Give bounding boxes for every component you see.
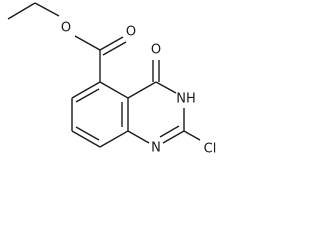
bond-ethyl-c1-c2 [7,2,36,20]
bond-o-carbonylc [74,35,101,51]
bond-ester-co-b [102,41,127,56]
bond-c7-c8 [71,130,101,148]
quinazolinone-ester-structure: O O O NH N Cl [7,2,217,157]
bond-ethyl-c2-o [34,2,60,17]
bond-c8-c8a [99,130,129,148]
ring-nitrogen-label: N [151,141,161,156]
ester-carbonyl-oxygen-label: O [126,25,136,40]
bond-c2-cl [183,130,201,141]
bond-c7-c8-inner [75,126,100,141]
nh-label: NH [176,92,196,107]
chlorine-label: Cl [204,142,217,157]
bond-c5-c6 [71,81,101,99]
bond-c2-n1-b [159,125,180,138]
bond-c4a-c5 [99,81,129,99]
bond-c4a-c4 [127,81,157,99]
bond-n1-c8a [127,130,150,144]
bond-c5-c6-inner [75,88,100,103]
bond-ester-co-a [99,36,124,51]
bond-c4-nh [155,81,177,94]
bond-c2-n1-a [162,130,185,144]
ring-carbonyl-oxygen-label: O [151,43,161,58]
ester-oxygen-label: O [61,21,71,36]
